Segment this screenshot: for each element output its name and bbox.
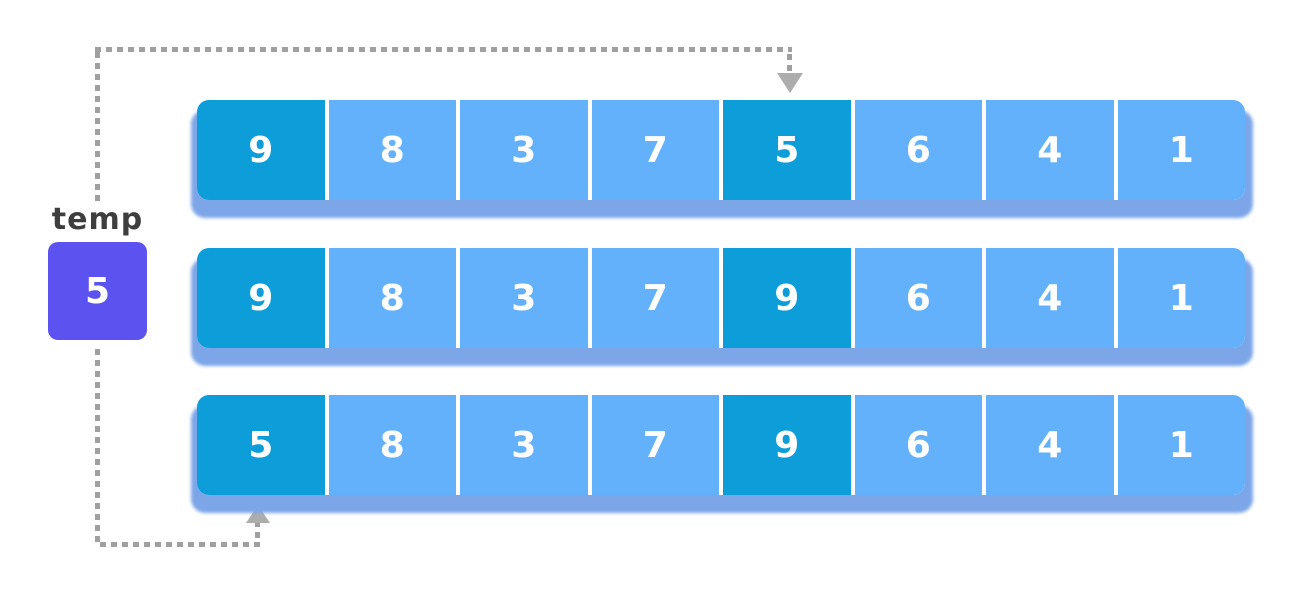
- arrow-down-icon: [777, 73, 803, 93]
- array-cell: 5: [197, 395, 325, 495]
- array-cell: 1: [1117, 248, 1245, 348]
- temp-variable-box: 5: [48, 242, 147, 340]
- array-cell: 9: [723, 395, 851, 495]
- connector-bottom-rise: [255, 521, 260, 542]
- array-cell: 6: [854, 395, 982, 495]
- connector-bottom-vertical: [95, 349, 100, 547]
- array-cell: 6: [854, 100, 982, 200]
- array-cell: 7: [591, 248, 719, 348]
- array-cell: 1: [1117, 100, 1245, 200]
- array-cell: 6: [854, 248, 982, 348]
- array-cell: 7: [591, 100, 719, 200]
- array-cell: 3: [460, 395, 588, 495]
- array-cell: 9: [723, 248, 851, 348]
- connector-bottom-horizontal: [100, 542, 263, 547]
- array-cell: 4: [986, 395, 1114, 495]
- array-cell: 8: [328, 100, 456, 200]
- array-cell: 4: [986, 248, 1114, 348]
- array-cell: 3: [460, 100, 588, 200]
- array-cell: 7: [591, 395, 719, 495]
- connector-top-vertical: [95, 52, 100, 202]
- array-cell: 9: [197, 100, 325, 200]
- temp-variable-label: temp: [51, 202, 144, 237]
- array-cell: 5: [723, 100, 851, 200]
- array-cell: 1: [1117, 395, 1245, 495]
- connector-top-drop: [787, 54, 792, 74]
- array-cell: 3: [460, 248, 588, 348]
- array-cell: 4: [986, 100, 1114, 200]
- temp-variable-value: 5: [84, 270, 111, 312]
- array-cell: 8: [328, 395, 456, 495]
- array-cell: 9: [197, 248, 325, 348]
- connector-top-horizontal: [95, 47, 792, 52]
- array-cell: 8: [328, 248, 456, 348]
